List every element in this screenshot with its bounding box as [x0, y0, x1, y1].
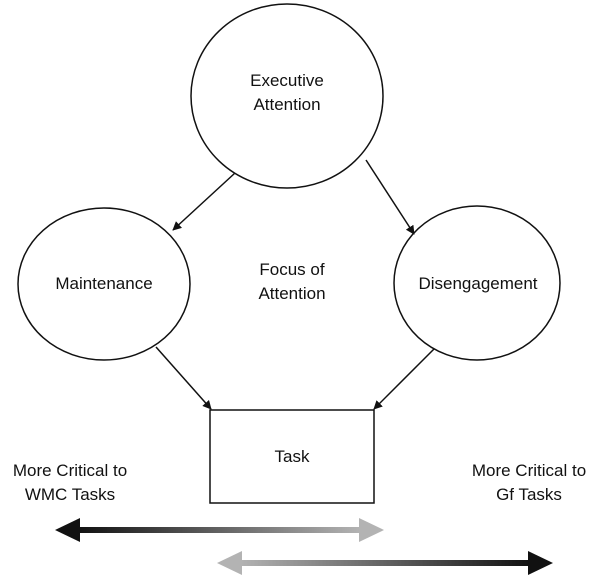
gf-annotation-line2: Gf Tasks: [496, 485, 562, 504]
wmc-gradient-arrow: [55, 518, 384, 542]
maintenance-label: Maintenance: [55, 274, 153, 293]
arrow-maintenance-to-task: [155, 346, 212, 410]
task-node: [209, 409, 375, 504]
focus-label-line1: Focus of: [259, 260, 325, 279]
gf-annotation-line1: More Critical to: [471, 461, 587, 480]
maintenance-node: [17, 207, 191, 361]
focus-label-line2: Attention: [258, 284, 326, 303]
disengagement-label: Disengagement: [418, 274, 538, 293]
wmc-annotation-line1: More Critical to: [12, 461, 128, 480]
executive-attention-node: [190, 3, 384, 189]
executive-attention-label: Executive Attention: [217, 69, 357, 117]
wmc-annotation: More Critical to WMC Tasks: [0, 459, 140, 507]
focus-of-attention-label: Focus of Attention: [222, 258, 362, 306]
disengagement-node: [393, 205, 561, 361]
arrow-executive-to-maintenance: [172, 172, 236, 231]
gf-gradient-arrow: [217, 551, 553, 575]
arrow-executive-to-disengagement: [365, 159, 415, 235]
arrow-disengagement-to-task: [373, 348, 435, 410]
executive-label-line2: Attention: [253, 95, 321, 114]
wmc-annotation-line2: WMC Tasks: [24, 485, 116, 504]
task-label: Task: [274, 447, 310, 466]
executive-label-line1: Executive: [250, 71, 324, 90]
gf-annotation: More Critical to Gf Tasks: [459, 459, 599, 507]
